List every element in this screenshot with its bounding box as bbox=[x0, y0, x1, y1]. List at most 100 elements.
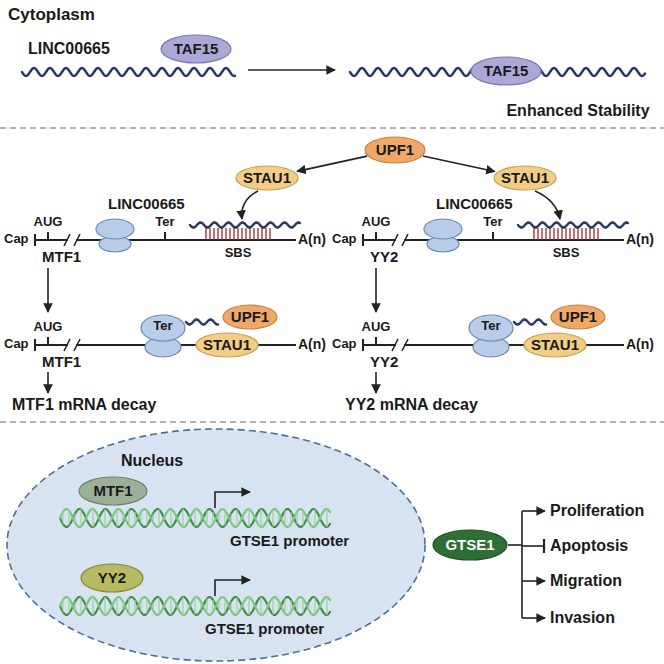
cap-tick bbox=[362, 339, 364, 351]
lncrna-strand bbox=[514, 320, 546, 325]
node-text: STAU1 bbox=[501, 170, 549, 187]
sbs-stripe bbox=[249, 228, 250, 240]
sbs-stripe bbox=[597, 228, 598, 240]
protein-ellipse: TAF15 bbox=[470, 56, 542, 86]
text-label: YY2 mRNA decay bbox=[345, 396, 478, 414]
text-label: Invasion bbox=[550, 609, 615, 627]
ellipse-outline bbox=[236, 166, 298, 190]
lncrna-strand bbox=[518, 223, 628, 228]
dna-rung bbox=[224, 599, 225, 614]
output-line bbox=[508, 544, 522, 546]
dna-rung bbox=[104, 597, 105, 615]
node-text: STAU1 bbox=[531, 337, 579, 354]
text-label: Apoptosis bbox=[550, 537, 628, 555]
node-text: STAU1 bbox=[243, 170, 291, 187]
sbs-stripe bbox=[585, 228, 586, 240]
text-label: Proliferation bbox=[550, 502, 644, 520]
text-label: Ter bbox=[483, 215, 502, 230]
line-break-gap bbox=[68, 237, 76, 243]
dna-rung bbox=[188, 516, 189, 520]
ribosome-small bbox=[424, 219, 462, 239]
text-label: A(n) bbox=[298, 231, 326, 247]
sbs-stripe bbox=[561, 228, 562, 240]
sbs-stripe bbox=[233, 228, 234, 240]
text-label: LINC00665 bbox=[28, 40, 110, 58]
text-label: Enhanced Stability bbox=[506, 102, 649, 120]
connector-arrow bbox=[297, 156, 367, 171]
text-label: Cap bbox=[4, 337, 29, 352]
line-break-mark bbox=[64, 339, 70, 351]
ter-tick bbox=[164, 232, 166, 240]
protein-ellipse: STAU1 bbox=[235, 165, 299, 191]
dna-rung bbox=[182, 509, 183, 527]
dna-rung bbox=[284, 511, 285, 526]
dna-rung bbox=[326, 509, 327, 527]
ellipse-outline bbox=[551, 305, 605, 329]
text-label: SBS bbox=[225, 246, 252, 261]
dna-rung bbox=[170, 597, 171, 615]
sbs-stripe bbox=[225, 228, 226, 240]
dna-rung bbox=[158, 510, 159, 527]
ter-tick bbox=[492, 232, 494, 240]
dna-rung bbox=[122, 514, 123, 522]
dna-strand bbox=[60, 509, 330, 527]
line-break-mark bbox=[64, 234, 70, 246]
dna-rung bbox=[242, 516, 243, 520]
cap-tick bbox=[34, 234, 36, 246]
dna-rung bbox=[104, 509, 105, 527]
text-label: GTSE1 promoter bbox=[230, 532, 349, 549]
dna-rung bbox=[164, 516, 165, 520]
line-break-mark bbox=[392, 234, 398, 246]
dna-rung bbox=[152, 514, 153, 522]
text-label: GTSE1 promoter bbox=[205, 620, 324, 637]
process-arrow bbox=[47, 372, 49, 393]
ellipse-outline bbox=[524, 333, 586, 357]
process-arrow bbox=[248, 69, 335, 71]
dna-rung bbox=[134, 512, 135, 524]
dna-rung bbox=[260, 509, 261, 527]
dna-rung bbox=[266, 604, 267, 608]
transcription-factor: YY2 bbox=[80, 563, 144, 593]
text-label: MTF1 mRNA decay bbox=[12, 396, 156, 414]
dna-rung bbox=[62, 512, 63, 524]
dna-rung bbox=[320, 516, 321, 520]
sbs-stripe bbox=[241, 228, 242, 240]
dna-rung bbox=[116, 598, 117, 615]
dna-rung bbox=[110, 604, 111, 608]
lncrna-strand bbox=[186, 320, 218, 325]
sbs-stripe bbox=[533, 228, 534, 240]
ellipse-outline bbox=[161, 35, 231, 63]
sbs-stripe bbox=[209, 228, 210, 240]
dna-rung bbox=[314, 510, 315, 527]
sbs-stripe bbox=[569, 228, 570, 240]
inhibit-bar bbox=[543, 539, 545, 553]
dna-rung bbox=[128, 599, 129, 614]
process-arrow bbox=[375, 372, 377, 393]
text-label: MTF1 bbox=[42, 248, 81, 265]
dna-rung bbox=[308, 514, 309, 522]
text-label: Cytoplasm bbox=[8, 5, 95, 25]
node-text: UPF1 bbox=[376, 142, 414, 159]
ribosome: Ter bbox=[468, 314, 514, 358]
node-text: STAU1 bbox=[203, 337, 251, 354]
sbs-stripe bbox=[553, 228, 554, 240]
cap-tick bbox=[34, 339, 36, 351]
section-divider bbox=[0, 421, 664, 422]
sbs-stripe bbox=[205, 228, 206, 240]
sbs-stripe bbox=[549, 228, 550, 240]
ellipse-outline bbox=[494, 166, 556, 190]
protein-ellipse: STAU1 bbox=[195, 332, 259, 358]
dna-rung bbox=[236, 598, 237, 615]
aug-tick bbox=[47, 337, 49, 345]
sbs-stripe bbox=[217, 228, 218, 240]
node-text: GTSE1 bbox=[445, 537, 494, 554]
ribosome-small bbox=[141, 315, 185, 341]
text-label: LINC00665 bbox=[436, 195, 513, 212]
gene-product-ellipse: GTSE1 bbox=[432, 529, 508, 561]
dna-rung bbox=[236, 510, 237, 527]
promoter-arrow bbox=[215, 580, 250, 596]
node-text: UPF1 bbox=[231, 309, 269, 326]
line-break-gap bbox=[396, 237, 404, 243]
text-label: LINC00665 bbox=[108, 195, 185, 212]
